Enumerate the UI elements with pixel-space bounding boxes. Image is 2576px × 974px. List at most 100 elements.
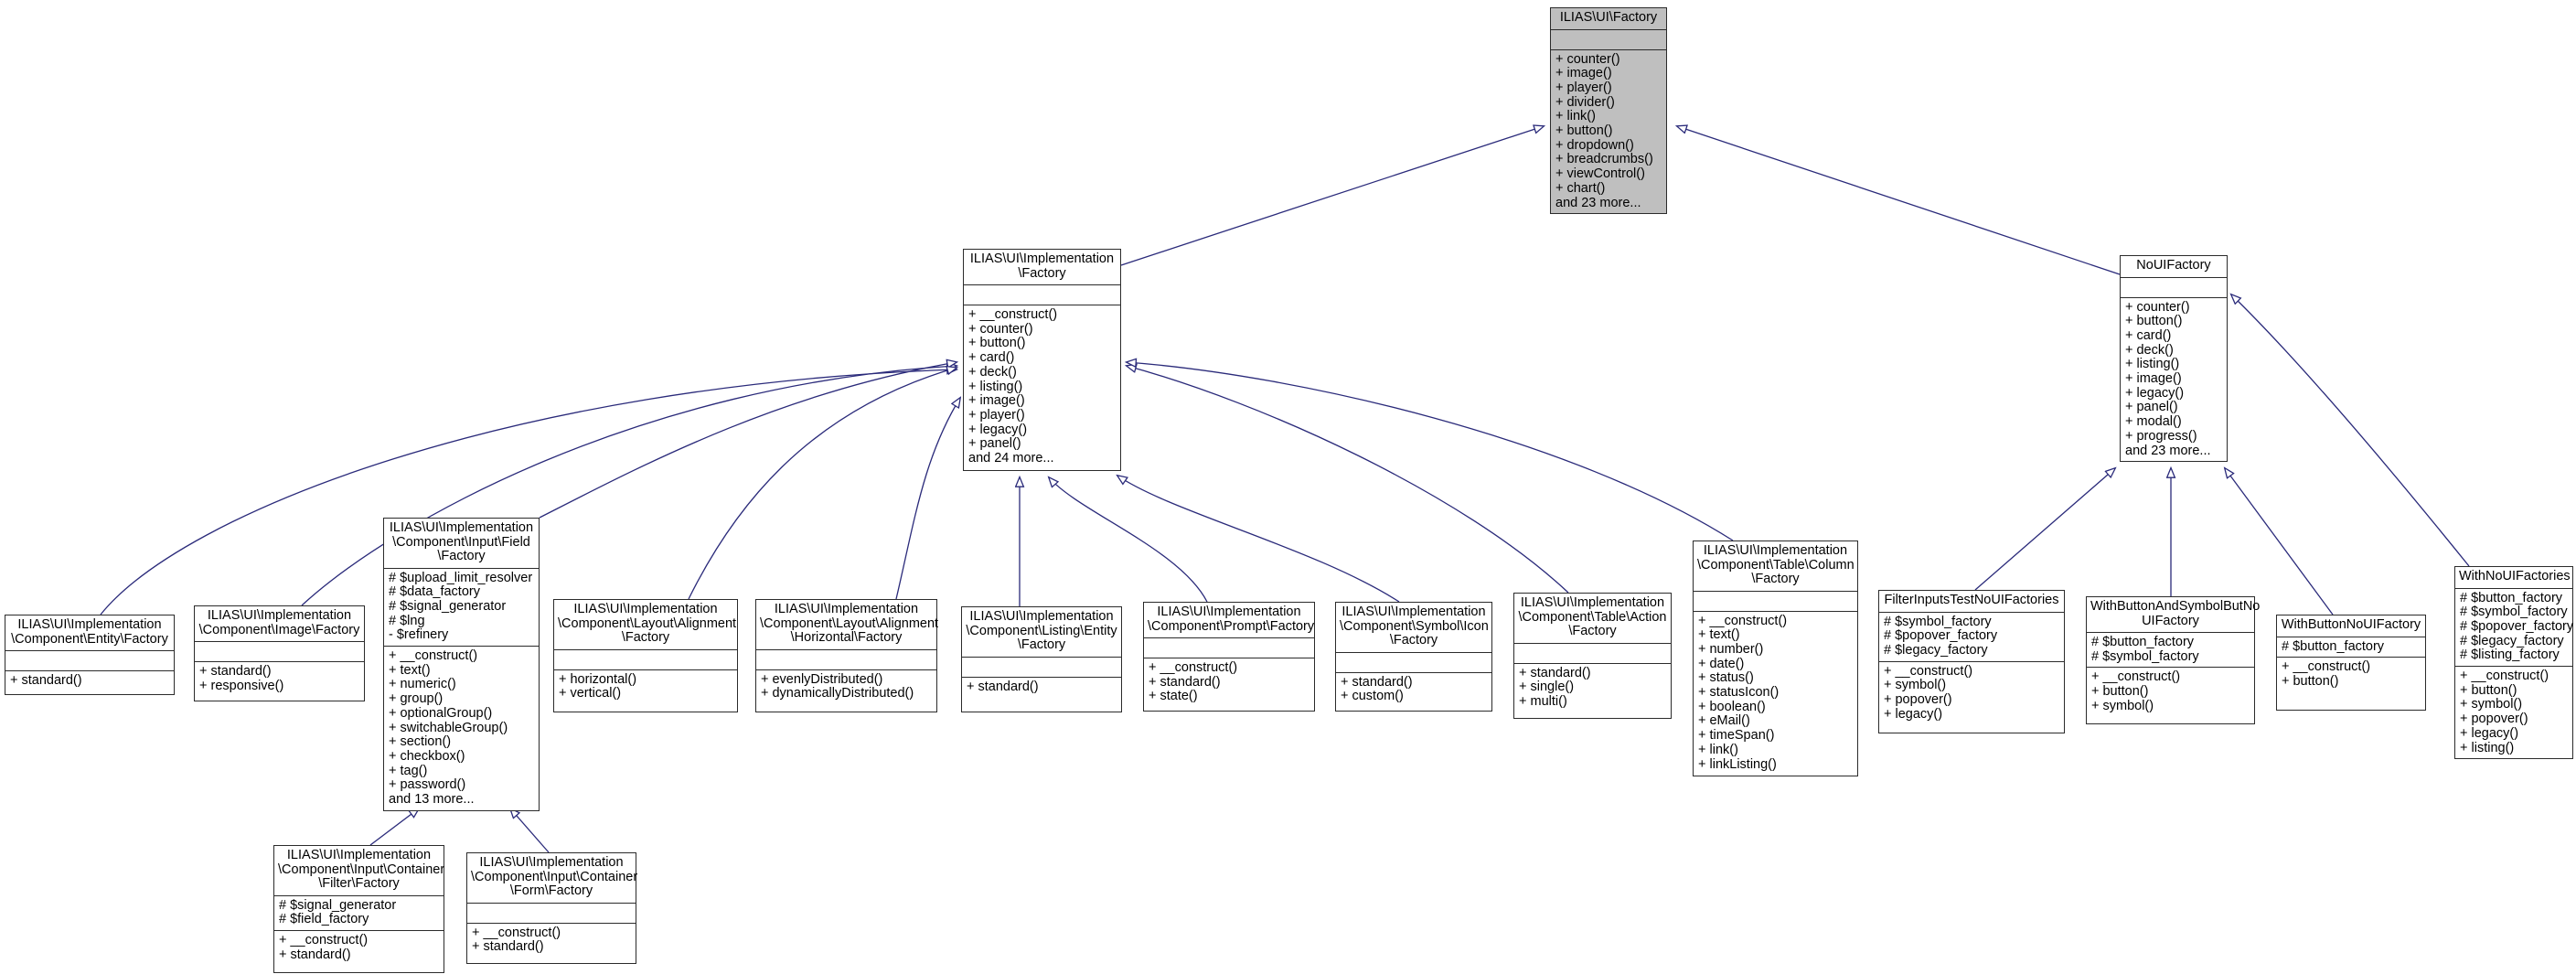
method-item: + standard() [279, 947, 351, 962]
class-node-listing-entity-factory[interactable]: ILIAS\UI\Implementation \Component\Listi… [961, 606, 1122, 712]
method-item: + breadcrumbs() [1555, 152, 1653, 167]
class-node-prompt-factory[interactable]: ILIAS\UI\Implementation \Component\Promp… [1143, 602, 1315, 712]
attribute-item: # $button_factory [2282, 638, 2385, 654]
class-node-entity-factory[interactable]: ILIAS\UI\Implementation \Component\Entit… [5, 615, 175, 695]
class-node-table-action-factory[interactable]: ILIAS\UI\Implementation \Component\Table… [1513, 593, 1672, 719]
method-item: + date() [1698, 656, 1745, 671]
method-item: + __construct() [1149, 660, 1238, 675]
compartment-divider [1694, 610, 1857, 612]
attribute-item: # $data_factory [389, 584, 480, 600]
class-name: ILIAS\UI\Implementation \Component\Table… [1697, 543, 1855, 586]
attribute-item: # $legacy_factory [2460, 633, 2564, 648]
edge-with-no-ui-factories-to-no-ui-factory [2231, 294, 2470, 567]
method-item: + dropdown() [1555, 137, 1634, 153]
method-item: + optionalGroup() [389, 705, 493, 721]
attribute-item: # $popover_factory [1884, 628, 1998, 644]
class-name: ILIAS\UI\Implementation \Component\Input… [278, 848, 445, 891]
compartment-divider [1551, 28, 1666, 30]
class-node-layout-alignment-horizontal-factory[interactable]: ILIAS\UI\Implementation \Component\Layou… [755, 599, 939, 712]
method-item: + status() [1698, 670, 1754, 686]
class-node-input-field-factory[interactable]: ILIAS\UI\Implementation \Component\Input… [383, 518, 540, 811]
method-item: + tag() [389, 763, 428, 778]
class-node-filter-inputs-test-no-ui-factories[interactable]: FilterInputsTestNoUIFactories# $symbol_f… [1878, 590, 2065, 733]
class-node-with-button-no-ui-factory[interactable]: WithButtonNoUIFactory# $button_factory+ … [2276, 615, 2426, 711]
method-item: + section() [389, 734, 452, 750]
compartment-divider [962, 676, 1121, 678]
class-node-table-column-factory[interactable]: ILIAS\UI\Implementation \Component\Table… [1693, 541, 1858, 776]
method-item: + text() [1698, 627, 1740, 643]
method-item: + panel() [968, 436, 1021, 452]
methods-compartment: + __construct()+ standard() [467, 924, 636, 958]
method-item: + legacy() [2125, 385, 2185, 401]
method-item: + counter() [968, 321, 1033, 337]
method-item: + custom() [1341, 689, 1404, 704]
method-item: + viewControl() [1555, 166, 1645, 182]
method-item: + __construct() [968, 307, 1058, 322]
class-node-with-button-and-symbol-but-no-ui-factory[interactable]: WithButtonAndSymbolButNo UIFactory# $but… [2086, 596, 2261, 724]
compartment-divider [467, 922, 636, 924]
edge-input-field-factory-to-implementation-factory [539, 362, 957, 519]
method-item: + link() [1698, 742, 1738, 757]
methods-compartment: + standard()+ responsive() [195, 662, 364, 696]
class-node-input-container-form-factory[interactable]: ILIAS\UI\Implementation \Component\Input… [466, 852, 637, 964]
method-item: + dynamicallyDistributed() [761, 686, 914, 701]
methods-compartment: + __construct()+ button()+ symbol()+ pop… [2455, 667, 2572, 758]
class-name: ILIAS\UI\Implementation \Component\Input… [389, 520, 534, 563]
attributes-compartment [467, 904, 636, 923]
compartment-divider [1514, 642, 1671, 644]
method-item: + password() [389, 777, 466, 793]
compartment-divider [195, 661, 364, 662]
methods-compartment: + standard()+ custom() [1336, 673, 1491, 707]
compartment-divider [467, 902, 636, 904]
compartment-divider [274, 894, 444, 896]
method-item: + symbol() [2460, 697, 2523, 712]
attributes-compartment [2121, 278, 2227, 297]
class-node-no-ui-factory[interactable]: NoUIFactory+ counter()+ button()+ card()… [2120, 255, 2228, 463]
method-item: + button() [2091, 684, 2149, 700]
class-name: WithButtonNoUIFactory [2281, 617, 2421, 632]
attributes-compartment [5, 651, 174, 670]
class-node-input-container-filter-factory[interactable]: ILIAS\UI\Implementation \Component\Input… [273, 845, 444, 973]
method-item: + player() [968, 407, 1025, 423]
method-item: + eMail() [1698, 713, 1750, 729]
attributes-compartment: # $symbol_factory# $popover_factory# $le… [1879, 613, 2064, 661]
compartment-divider [1879, 611, 2064, 613]
attribute-item: # $field_factory [279, 912, 369, 927]
edge-table-action-factory-to-implementation-factory [1127, 366, 1569, 594]
method-item: + listing() [968, 379, 1023, 394]
class-node-image-factory[interactable]: ILIAS\UI\Implementation \Component\Image… [194, 605, 365, 701]
class-node-implementation-factory[interactable]: ILIAS\UI\Implementation \Factory+ __cons… [963, 249, 1121, 471]
method-item: + standard() [967, 679, 1039, 694]
method-item: + state() [1149, 689, 1198, 704]
class-name: ILIAS\UI\Implementation \Component\Layou… [760, 602, 939, 645]
method-item: + deck() [2125, 342, 2174, 358]
method-item: + popover() [1884, 692, 1952, 708]
method-item: + single() [1519, 680, 1575, 695]
attributes-compartment [756, 650, 936, 669]
methods-compartment: + __construct()+ symbol()+ popover()+ le… [1879, 662, 2064, 725]
class-name: ILIAS\UI\Implementation \Component\Layou… [558, 602, 737, 645]
class-node-layout-alignment-factory[interactable]: ILIAS\UI\Implementation \Component\Layou… [553, 599, 738, 712]
class-node-ilias-ui-factory[interactable]: ILIAS\UI\Factory+ counter()+ image()+ pl… [1550, 7, 1667, 215]
method-item: + __construct() [2460, 669, 2549, 684]
method-item: + button() [2460, 682, 2517, 698]
attributes-compartment: # $button_factory# $symbol_factory# $pop… [2455, 589, 2573, 667]
method-item: + listing() [2460, 740, 2515, 755]
attributes-compartment [1336, 653, 1491, 672]
method-item: + button() [1555, 123, 1613, 139]
class-name: ILIAS\UI\Factory [1559, 10, 1658, 25]
method-item: + numeric() [389, 677, 456, 692]
method-item: + standard() [1149, 674, 1221, 690]
class-name: WithButtonAndSymbolButNo UIFactory [2090, 599, 2261, 628]
method-item: + number() [1698, 641, 1764, 657]
method-item: + symbol() [2091, 698, 2154, 713]
class-node-with-no-ui-factories[interactable]: WithNoUIFactories# $button_factory# $sym… [2454, 566, 2573, 760]
attributes-compartment [554, 650, 737, 669]
class-node-symbol-icon-factory[interactable]: ILIAS\UI\Implementation \Component\Symbo… [1335, 602, 1492, 712]
method-item: and 24 more... [968, 451, 1054, 466]
compartment-divider [2455, 666, 2572, 668]
attribute-item: # $button_factory [2460, 590, 2563, 605]
method-item: + legacy() [1884, 706, 1943, 722]
method-item: + switchableGroup() [389, 720, 508, 735]
